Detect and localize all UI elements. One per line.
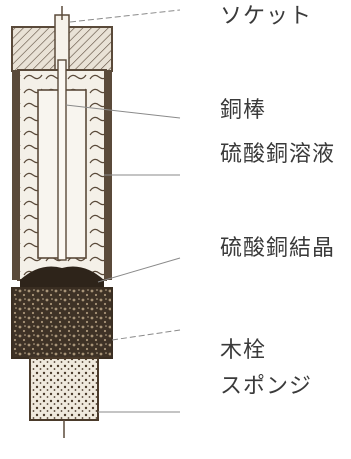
label-copper-rod: 銅棒 [220, 98, 267, 123]
copper-rod [57, 59, 67, 261]
label-socket: ソケット [220, 4, 313, 29]
label-wood-plug: 木栓 [220, 338, 267, 363]
crystal-layer [20, 266, 104, 292]
label-sponge: スポンジ [220, 374, 313, 399]
label-copper-sulfate-crystal: 硫酸銅結晶 [220, 236, 336, 261]
wood-plug [11, 287, 113, 359]
leader-lines [65, 9, 181, 413]
sponge-part [29, 357, 99, 421]
leader-wood-plug [111, 329, 181, 341]
label-copper-sulfate-solution: 硫酸銅溶液 [220, 142, 336, 167]
leader-crystal [97, 257, 181, 283]
leader-copper-rod [65, 104, 181, 119]
leader-socket [69, 9, 181, 23]
